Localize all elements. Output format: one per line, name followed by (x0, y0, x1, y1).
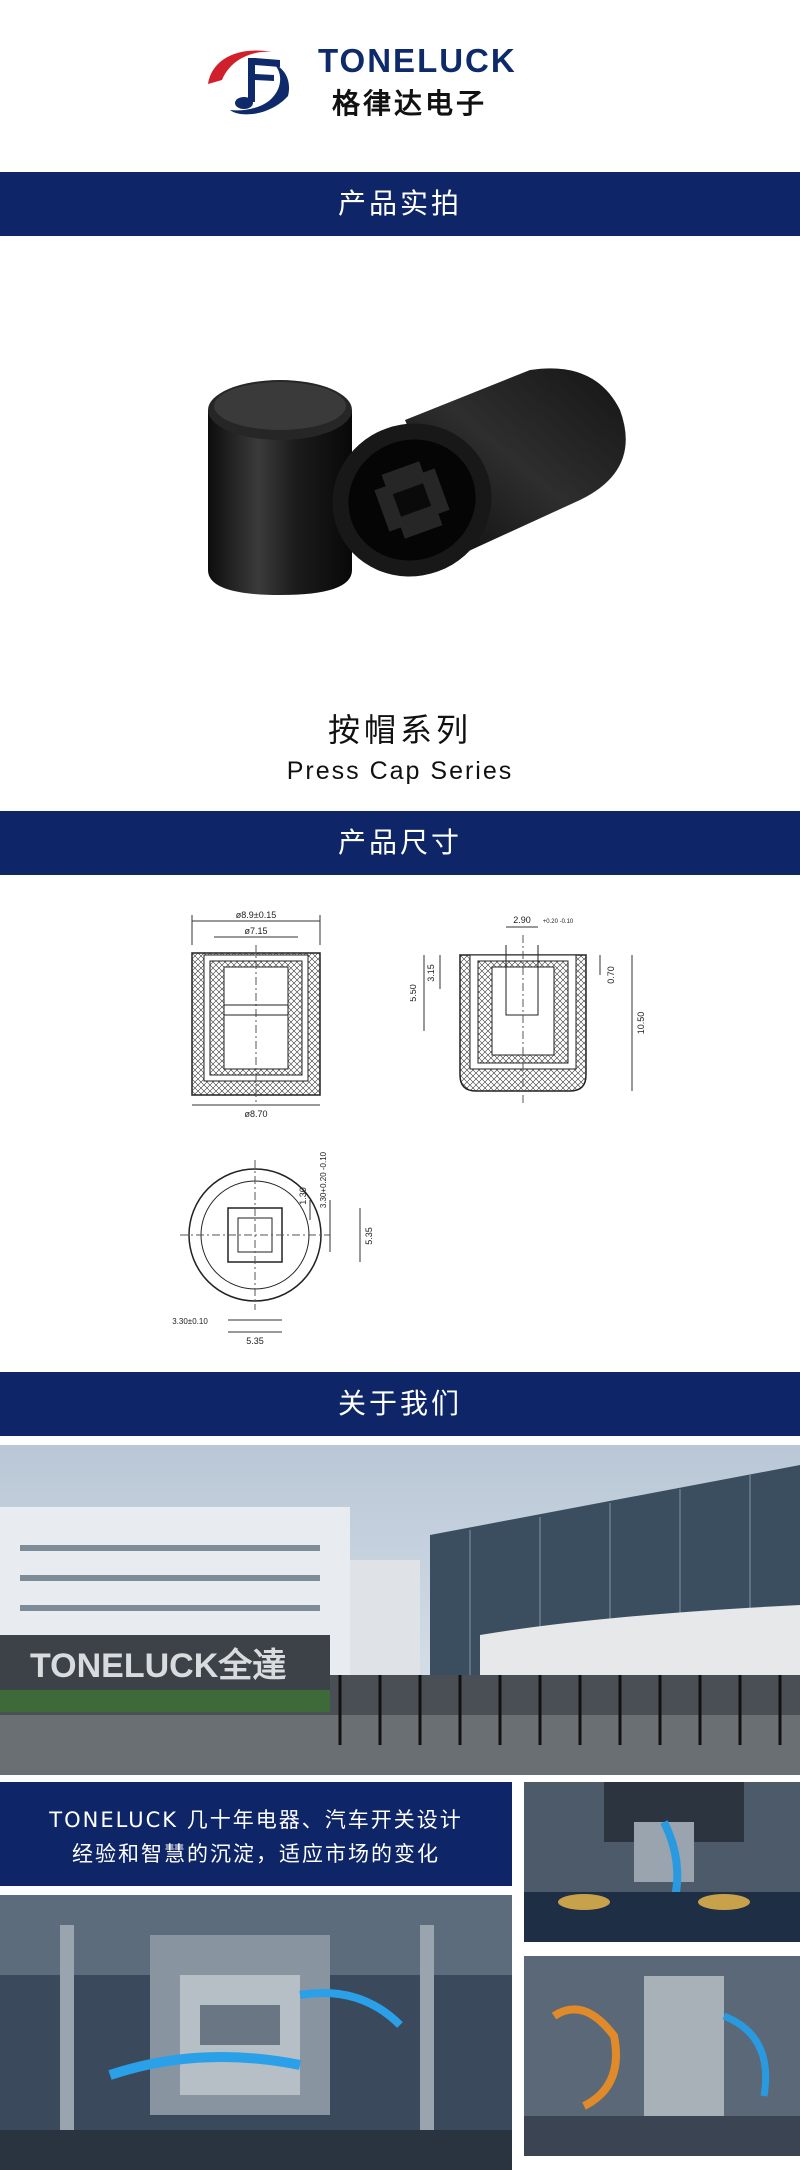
brand-name-cn: 格律达电子 (332, 87, 488, 120)
brand-name-en: TONELUCK (318, 42, 517, 79)
dim-slot-tol: +0.20 -0.10 (543, 919, 574, 925)
factory-sign: TONELUCK全達 (30, 1646, 286, 1685)
series-title-cn: 按帽系列 (327, 711, 472, 749)
machine-photo-small-1 (524, 1782, 800, 1942)
factory-photo: TONELUCK全達 (0, 1445, 800, 1775)
about-line-1: TONELUCK 几十年电器、汽车开关设计 (49, 1808, 463, 1832)
about-text-box: TONELUCK 几十年电器、汽车开关设计 经验和智慧的沉淀，适应市场的变化 (0, 1782, 512, 1886)
dim-height-550: 5.50 (410, 984, 418, 1002)
dim-base-dia: ø8.70 (244, 1109, 267, 1119)
section-title-about: 关于我们 (0, 1372, 800, 1436)
top-view-drawing: 1.30 3.30+0.20 -0.10 5.35 3.30±0.10 5.35 (160, 1140, 400, 1350)
dim-height-1050: 10.50 (636, 1012, 646, 1035)
dim-outer-dia: ø8.9±0.15 (236, 910, 276, 920)
about-line-2: 经验和智慧的沉淀，适应市场的变化 (72, 1842, 440, 1866)
machine-photo-small-2 (524, 1956, 800, 2156)
front-view-drawing: ø8.9±0.15 ø7.15 ø8.70 (180, 905, 340, 1125)
dim-top-535-h: 5.35 (246, 1336, 264, 1346)
dim-top-535-v: 5.35 (364, 1227, 374, 1245)
dim-top-130: 1.30 (298, 1187, 308, 1205)
section-title-size: 产品尺寸 (0, 811, 800, 875)
dim-inner-dia: ø7.15 (244, 926, 267, 936)
product-photo (190, 350, 640, 630)
brand-logo: TONELUCK 格律达电子 (200, 40, 560, 120)
section-title-photo: 产品实拍 (0, 172, 800, 236)
section-view-drawing: 2.90 +0.20 -0.10 5.50 3.15 0.70 10.50 (408, 905, 650, 1105)
machine-photo-large (0, 1895, 512, 2170)
dim-slot-width: 2.90 (513, 915, 531, 925)
dim-top-330-tol: 3.30+0.20 -0.10 (319, 1151, 328, 1208)
dim-height-315: 3.15 (426, 964, 436, 982)
toneluck-logo-icon (200, 40, 300, 120)
dim-top-330: 3.30±0.10 (172, 1317, 208, 1326)
series-title-en: Press Cap Series (286, 757, 514, 785)
dim-height-070: 0.70 (606, 966, 616, 984)
